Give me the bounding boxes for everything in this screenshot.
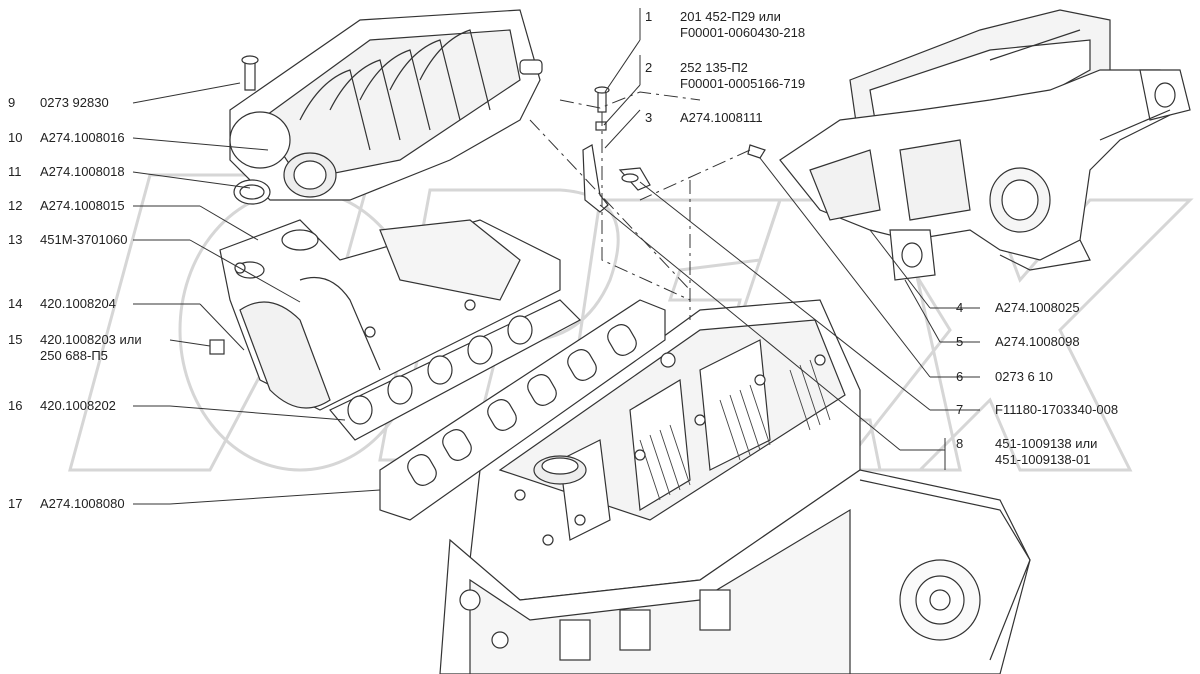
callout-code-2: 252 135-П2 [680,60,748,75]
callout-code-2-alt: F00001-0005166-719 [680,76,806,91]
callout-code-7: F11180-1703340-008 [995,402,1119,417]
callout-num-1: 1 [645,9,653,24]
callout-code-10: A274.1008016 [40,130,125,145]
callout-code-8-alt: 451-1009138-01 [995,452,1091,467]
callout-code-9: 0273 92830 [40,95,109,110]
callout-code-13: 451M-3701060 [40,232,128,247]
leader-lines [132,8,980,505]
callout-num-2: 2 [645,60,653,75]
callout-num-17: 17 [8,496,23,511]
callout-num-9: 9 [8,95,16,110]
fasteners-group [582,86,651,213]
callout-num-8: 8 [956,436,964,451]
callout-code-1: 201 452-П29 или [680,9,781,24]
callout-num-6: 6 [956,369,964,384]
callout-code-4: A274.1008025 [995,300,1080,315]
manifold-gasket [379,299,666,521]
callout-num-14: 14 [8,296,23,311]
callout-code-3: A274.1008111 [680,110,763,125]
callout-code-16: 420.1008202 [40,398,116,413]
intake-gasket [329,299,581,441]
exhaust-manifold [747,69,1191,281]
callout-num-4: 4 [956,300,964,315]
callout-code-15: 420.1008203 или [40,332,142,347]
callout-code-17: A274.1008080 [40,496,125,511]
callout-code-5: A274.1008098 [995,334,1080,349]
callout-code-8: 451-1009138 или [995,436,1098,451]
callout-code-12: A274.1008015 [40,198,125,213]
callout-code-11: A274.1008018 [40,164,125,179]
engine-block [439,469,1031,674]
callout-num-12: 12 [8,198,23,213]
callout-num-16: 16 [8,398,23,413]
cylinder-head [469,299,861,601]
callout-num-11: 11 [8,164,22,179]
callout-num-3: 3 [645,110,653,125]
throttle-parts [209,55,271,355]
intake-plenum [229,9,543,201]
callout-num-15: 15 [8,332,23,347]
callout-code-15-alt: 250 688-П5 [40,348,108,363]
callout-num-10: 10 [8,130,23,145]
callout-code-14: 420.1008204 [40,296,116,311]
callout-num-13: 13 [8,232,23,247]
callout-code-1-alt: F00001-0060430-218 [680,25,806,40]
intake-runners [219,219,561,411]
callout-code-6: 0273 6 10 [995,369,1053,384]
callout-num-7: 7 [956,402,964,417]
callout-num-5: 5 [956,334,964,349]
assembly-dash-lines [529,91,751,320]
